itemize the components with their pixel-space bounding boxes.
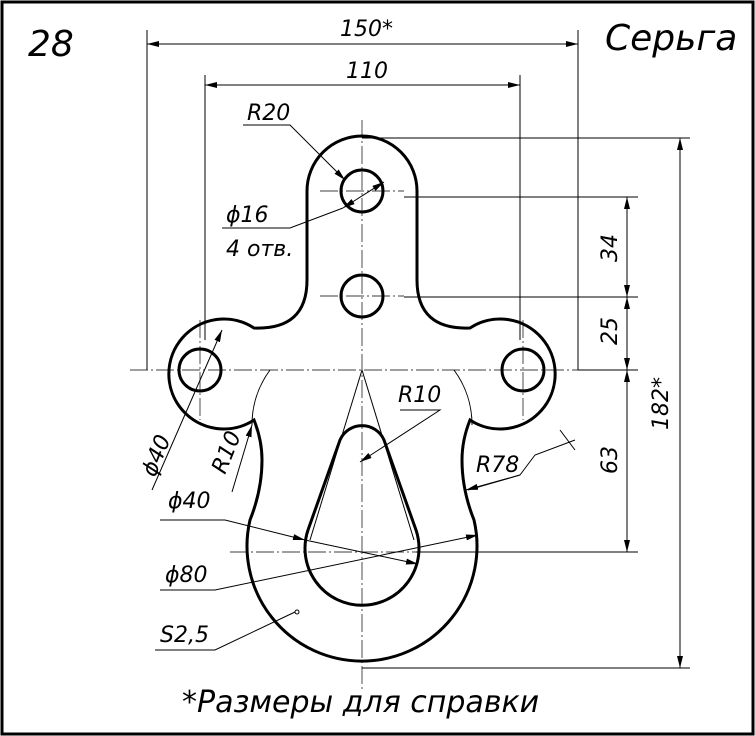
dim-side-radius: R78 — [476, 453, 519, 478]
part-outline — [167, 134, 557, 663]
inner-slot — [303, 424, 421, 607]
sheet-number: 28 — [28, 24, 74, 65]
dim-top-radius: R20 — [247, 101, 290, 126]
dim-overall-height: 182* — [649, 377, 674, 430]
dim-hole-diameter: ϕ16 — [226, 203, 269, 228]
dim-34: 34 — [598, 234, 623, 262]
dimension-lines — [146, 30, 690, 669]
part-title: Серьга — [605, 18, 737, 59]
dim-63: 63 — [598, 446, 623, 474]
dim-inner-diameter: ϕ40 — [168, 489, 211, 514]
dim-lobe-diameter: ϕ40 — [137, 431, 176, 480]
dim-side-fillet: R10 — [207, 428, 246, 477]
dim-inner-radius: R10 — [398, 383, 441, 408]
dim-hole-count: 4 отв. — [226, 237, 293, 262]
dim-hole-spacing: 110 — [346, 59, 388, 84]
dim-overall-width: 150* — [340, 17, 393, 42]
dim-25: 25 — [598, 317, 623, 345]
dim-ring-diameter: ϕ80 — [165, 563, 208, 588]
dim-thickness: S2,5 — [160, 623, 209, 648]
footnote: *Размеры для справки — [182, 685, 539, 720]
